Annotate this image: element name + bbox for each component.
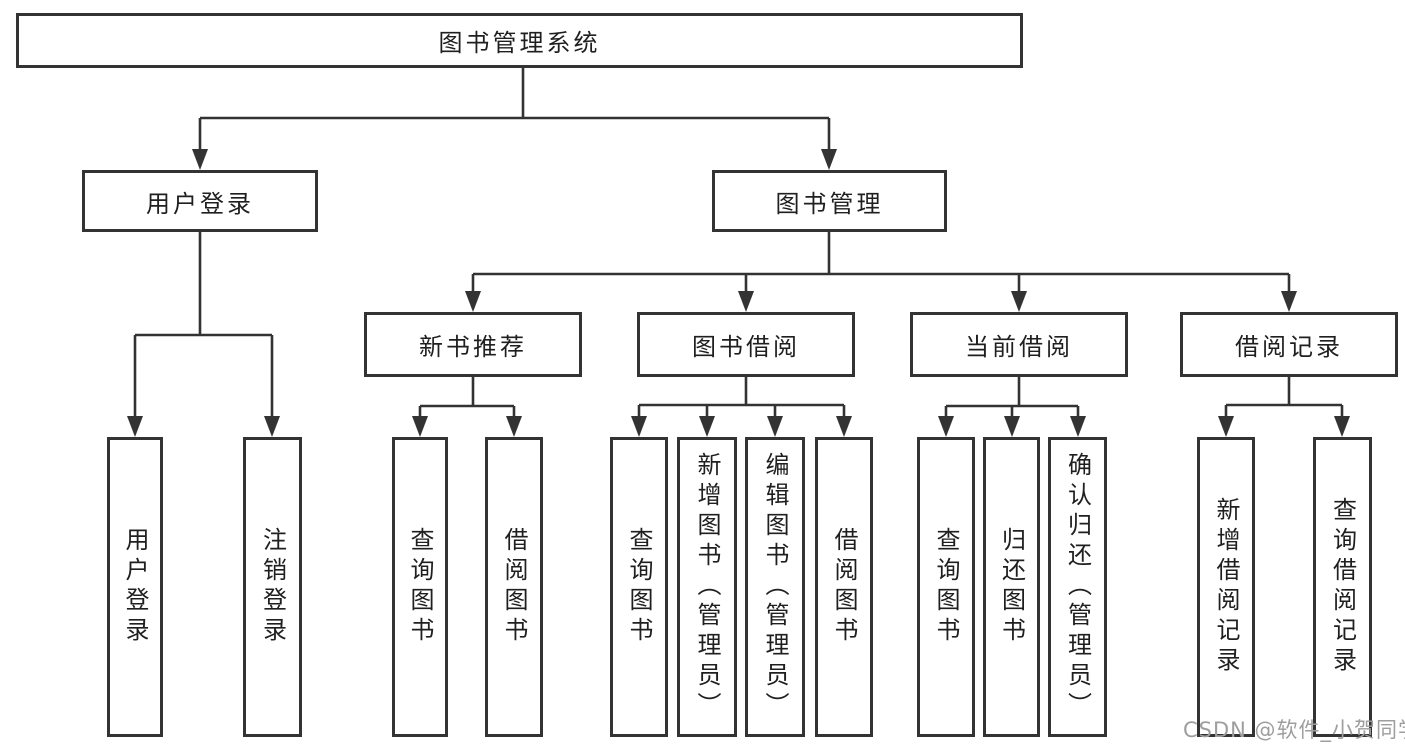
node-new-book-recommend: 新书推荐 bbox=[364, 312, 582, 377]
csdn-watermark: CSDN @软件_小贺同学 bbox=[1183, 718, 1405, 742]
node-user-login: 用户登录 bbox=[82, 170, 318, 232]
leaf-confirm-return-admin: 确认归还（管理员） bbox=[1048, 437, 1107, 737]
leaf-edit-books-admin: 编辑图书（管理员） bbox=[745, 437, 805, 737]
node-borrow-record: 借阅记录 bbox=[1180, 312, 1398, 377]
node-root: 图书管理系统 bbox=[16, 13, 1023, 68]
leaf-add-books-admin: 新增图书（管理员） bbox=[677, 437, 737, 737]
node-current-borrow: 当前借阅 bbox=[910, 312, 1128, 377]
leaf-query-books-current: 查询图书 bbox=[917, 437, 975, 737]
node-book-borrow: 图书借阅 bbox=[637, 312, 855, 377]
node-book-management: 图书管理 bbox=[712, 170, 947, 232]
leaf-query-books-recommend: 查询图书 bbox=[392, 437, 448, 737]
leaf-query-books-borrow: 查询图书 bbox=[610, 437, 668, 737]
leaf-logout: 注销登录 bbox=[243, 437, 302, 737]
leaf-user-login: 用户登录 bbox=[107, 437, 163, 737]
leaf-add-borrow-record: 新增借阅记录 bbox=[1197, 437, 1255, 737]
leaf-return-books: 归还图书 bbox=[983, 437, 1040, 737]
leaf-borrow-books-recommend: 借阅图书 bbox=[485, 437, 543, 737]
leaf-borrow-books: 借阅图书 bbox=[815, 437, 873, 737]
leaf-query-borrow-record: 查询借阅记录 bbox=[1313, 437, 1372, 737]
